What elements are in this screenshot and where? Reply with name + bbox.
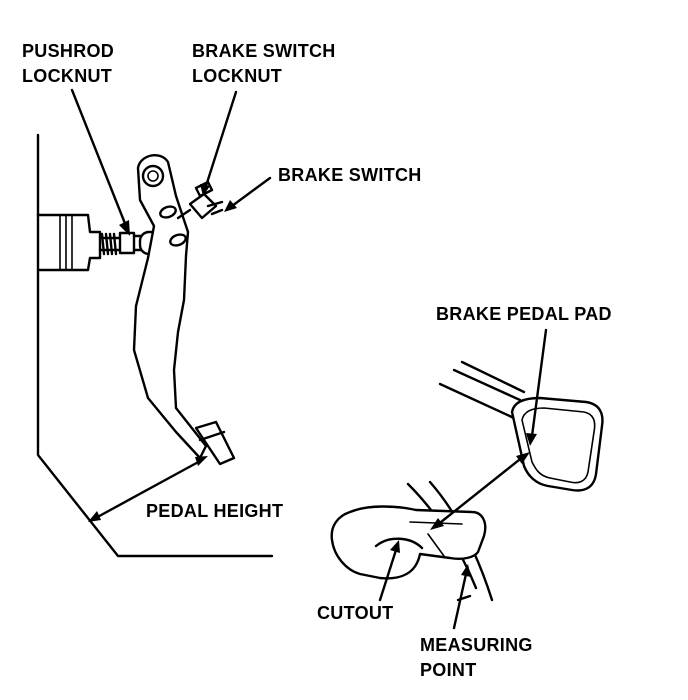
label-brake-switch-locknut-1: BRAKE SWITCH bbox=[192, 41, 336, 61]
leader-measuring-point bbox=[452, 564, 472, 630]
leader-cutout bbox=[378, 540, 400, 602]
leader-brake-switch-locknut bbox=[200, 90, 238, 196]
pedal-arm bbox=[132, 154, 208, 460]
pushrod-locknut bbox=[118, 231, 136, 255]
label-measuring-point-1: MEASURING bbox=[420, 635, 533, 655]
floor-outline bbox=[36, 133, 274, 558]
pivot-bolt bbox=[141, 164, 165, 188]
label-pushrod-locknut-2: LOCKNUT bbox=[22, 66, 112, 86]
leader-brake-pedal-pad bbox=[526, 328, 548, 446]
label-pushrod-locknut-1: PUSHROD bbox=[22, 41, 114, 61]
pedal-pad-side bbox=[194, 420, 236, 466]
label-brake-switch: BRAKE SWITCH bbox=[278, 165, 422, 185]
label-pedal-height: PEDAL HEIGHT bbox=[146, 501, 283, 521]
brake-pedal-pad-detail bbox=[510, 396, 604, 492]
label-brake-switch-locknut-2: LOCKNUT bbox=[192, 66, 282, 86]
pedal-arm-detail bbox=[438, 360, 526, 420]
measuring-gauge bbox=[330, 505, 487, 580]
leader-brake-switch bbox=[224, 176, 272, 212]
label-brake-pedal-pad: BRAKE PEDAL PAD bbox=[436, 304, 612, 324]
brake-switch-body bbox=[176, 180, 224, 220]
leader-measurement bbox=[430, 452, 530, 530]
label-cutout: CUTOUT bbox=[317, 603, 393, 623]
master-cylinder bbox=[36, 213, 102, 272]
leader-pedal-height bbox=[88, 456, 208, 522]
leader-pushrod-locknut bbox=[70, 88, 130, 236]
label-measuring-point-2: POINT bbox=[420, 660, 477, 680]
